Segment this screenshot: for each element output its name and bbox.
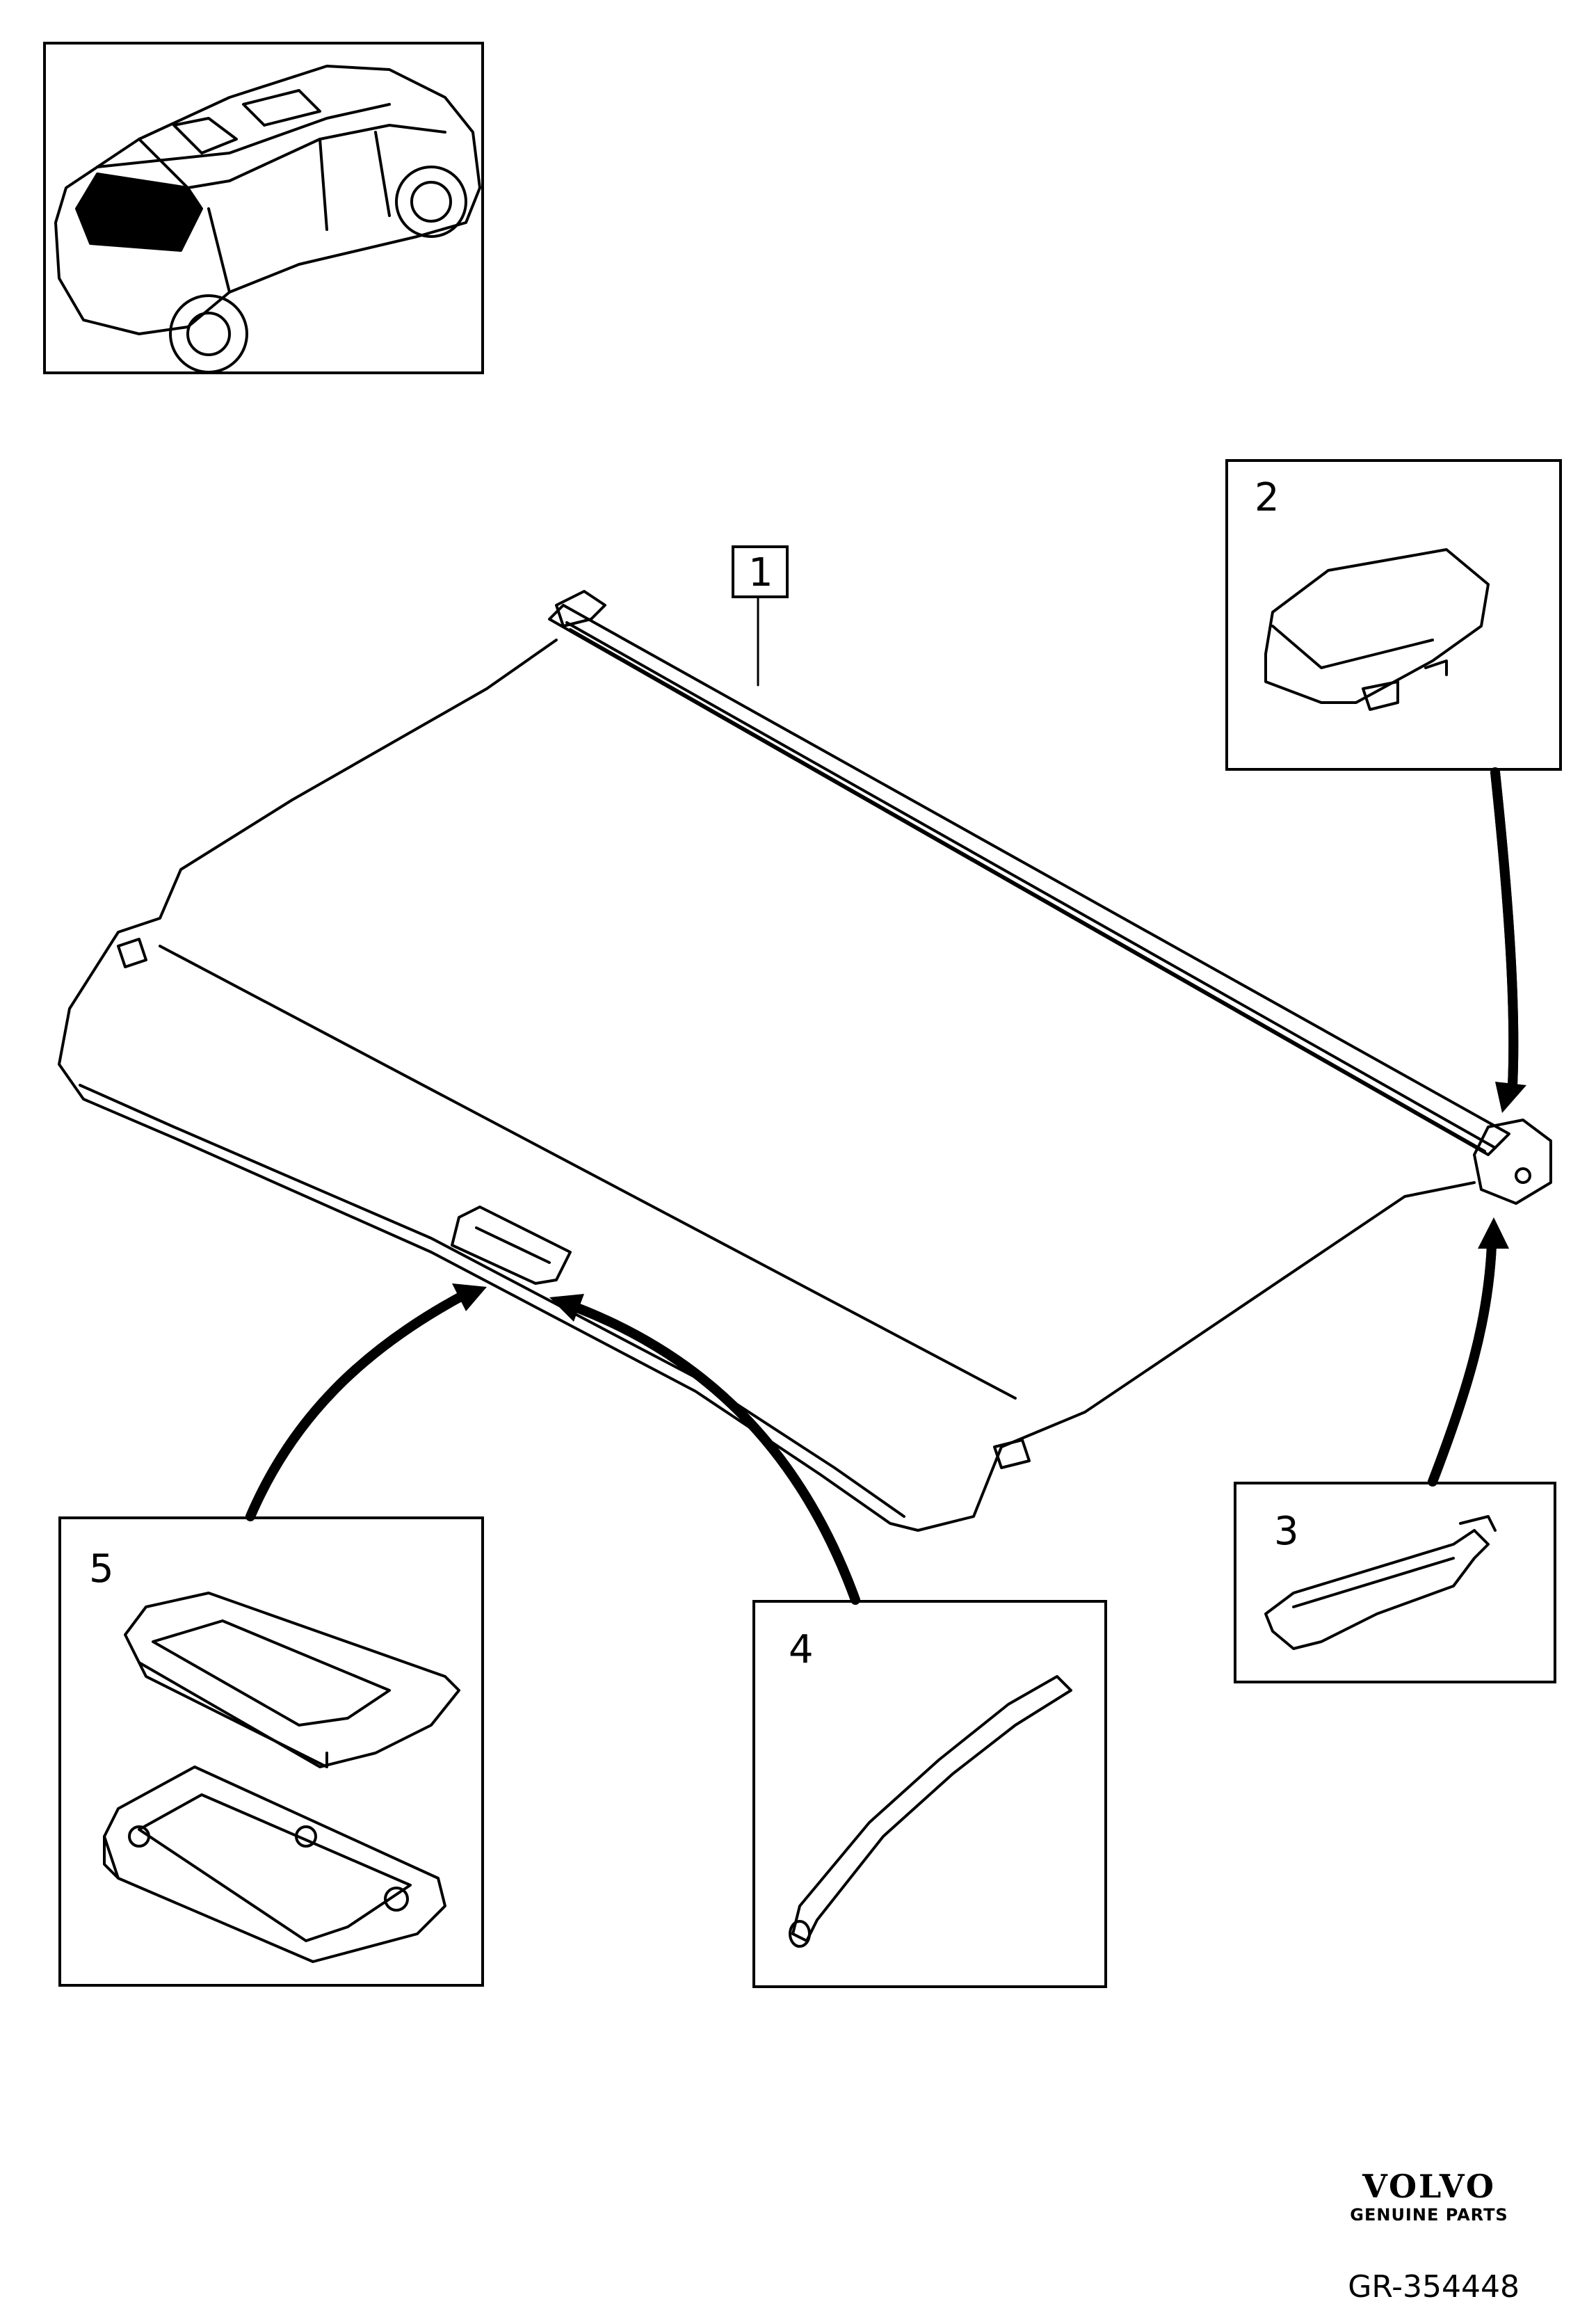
volvo-logo: VOLVO — [1362, 2168, 1496, 2205]
genuine-parts-label: GENUINE PARTS — [1350, 2205, 1508, 2225]
callout-4-label: 4 — [789, 1627, 814, 1672]
callout-5-label: 5 — [89, 1546, 114, 1592]
vehicle-locator-box — [43, 42, 484, 374]
callout-1-box: 1 — [732, 545, 789, 598]
part-3-box: 3 — [1234, 1482, 1556, 1683]
brand-block: VOLVO GENUINE PARTS — [1339, 2170, 1520, 2225]
pointer-arrowhead-3 — [1478, 1217, 1509, 1249]
callout-1-label: 1 — [748, 550, 773, 595]
pointer-arrowhead-2 — [1495, 1082, 1526, 1113]
pointer-arrow-5 — [245, 1289, 471, 1521]
pointer-arrow-2 — [1490, 767, 1519, 1090]
callout-2-label: 2 — [1255, 475, 1280, 520]
pointer-arrow-3 — [1428, 1240, 1497, 1487]
callout-3-label: 3 — [1274, 1509, 1299, 1554]
illustration-reference: GR-354448 — [1348, 2269, 1520, 2305]
part-2-box: 2 — [1225, 459, 1562, 771]
part-5-box: 5 — [58, 1516, 484, 1987]
part-4-box: 4 — [752, 1600, 1107, 1988]
